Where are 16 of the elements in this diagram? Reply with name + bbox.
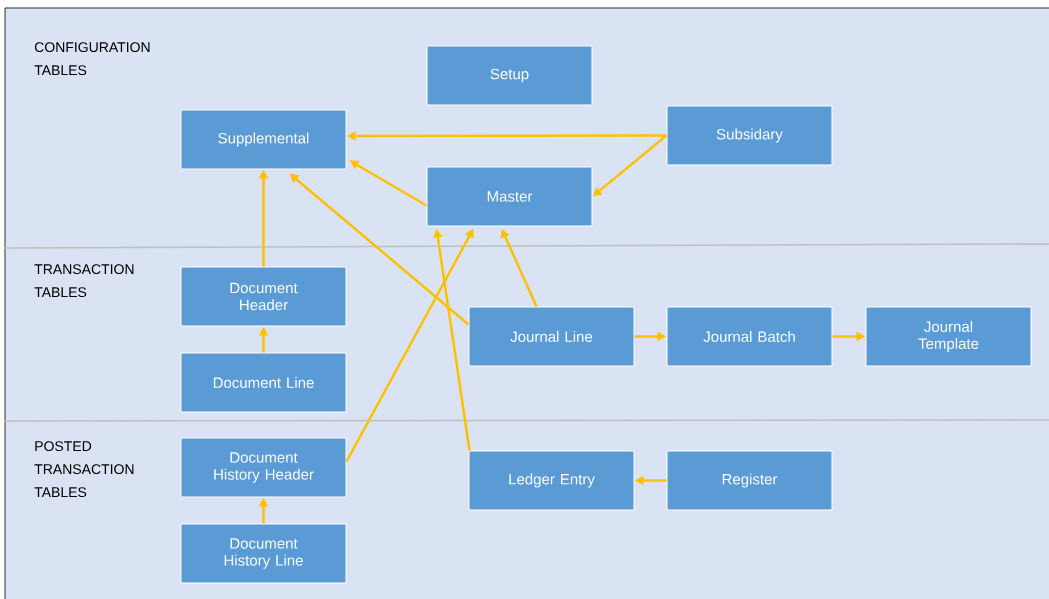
table-box: Master	[426, 166, 593, 227]
table-box: Supplemental	[180, 109, 347, 170]
table-box: Subsidary	[666, 105, 833, 166]
section-label: TRANSACTION TABLES	[34, 264, 134, 298]
table-box: Ledger Entry	[468, 450, 635, 511]
table-box: Document History Header	[180, 437, 347, 498]
table-box: Register	[666, 450, 833, 511]
table-box: Document History Line	[180, 523, 347, 584]
table-box: Setup	[426, 45, 593, 106]
section-label: POSTED TRANSACTION TABLES	[34, 441, 134, 498]
table-box: Journal Line	[468, 306, 635, 367]
table-box: Document Line	[180, 352, 347, 413]
table-box: Document Header	[180, 266, 347, 327]
table-box: Journal Template	[865, 306, 1032, 367]
table-box: Journal Batch	[666, 306, 833, 367]
section-label: CONFIGURATION TABLES	[34, 42, 150, 76]
